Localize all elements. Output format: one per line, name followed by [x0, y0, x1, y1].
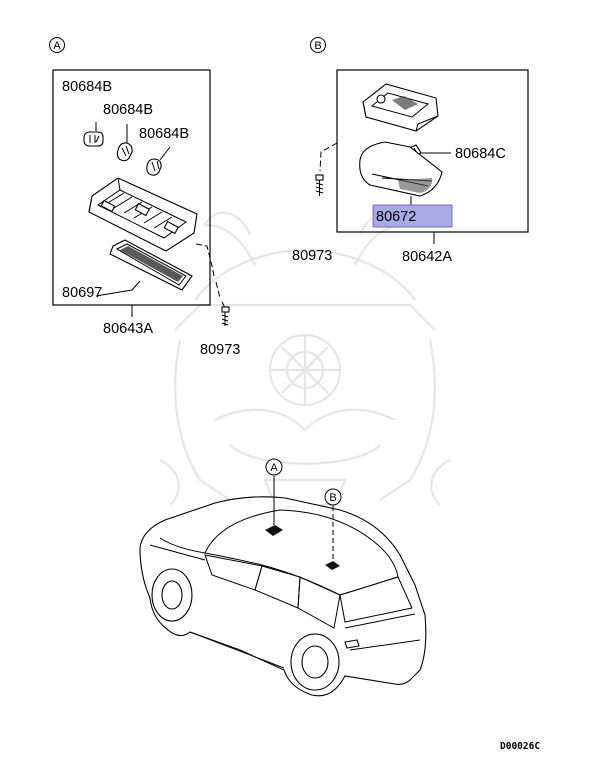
lens-label-a: 80697	[62, 285, 102, 301]
bulb-label-2: 80684B	[103, 102, 153, 118]
bulb-label-3: 80684B	[139, 126, 189, 142]
screw-icon[interactable]	[315, 174, 324, 196]
vehicle-callout-a[interactable]: A	[265, 458, 283, 476]
rear-wheel	[290, 633, 340, 691]
bulb-icon[interactable]	[146, 146, 171, 176]
drawing-code: D00026C	[500, 741, 540, 752]
group-a: A	[49, 37, 240, 358]
bulb-icon[interactable]	[83, 122, 104, 147]
callout-a-marker[interactable]: A	[49, 37, 65, 53]
vehicle-callout-b[interactable]: B	[324, 488, 342, 506]
screw-icon[interactable]	[221, 306, 230, 326]
location-marker-b[interactable]	[325, 561, 340, 570]
screw-label-a: 80973	[200, 342, 240, 358]
vehicle-illustration: A B	[139, 458, 427, 697]
group-b-frame	[336, 69, 529, 233]
group-b: B 80684C 80672 80642A	[292, 37, 529, 265]
vehicle-callout-a-text: A	[270, 462, 278, 474]
callout-b-text: B	[314, 40, 321, 52]
room-lamp-lens[interactable]	[359, 141, 443, 197]
vehicle-callout-b-text: B	[329, 492, 336, 504]
bulb-label-1: 80684B	[62, 79, 112, 95]
assembly-label-a: 80643A	[103, 321, 153, 337]
lamp-lens[interactable]	[109, 239, 193, 291]
front-wheel	[151, 568, 193, 622]
bulb-label-b: 80684C	[455, 146, 506, 162]
assembly-label-b: 80642A	[402, 249, 452, 265]
bulb-icon[interactable]	[116, 124, 133, 162]
location-marker-a[interactable]	[265, 525, 283, 536]
callout-b-marker[interactable]: B	[310, 37, 326, 53]
lens-label-b: 80672	[376, 209, 416, 225]
callout-a-text: A	[53, 40, 61, 52]
room-lamp-housing[interactable]	[362, 83, 439, 132]
dome-lamp-housing[interactable]	[88, 177, 198, 252]
screw-label-b: 80973	[292, 248, 332, 264]
lens-label-highlight	[372, 204, 453, 228]
watermark-emblem	[159, 211, 451, 507]
